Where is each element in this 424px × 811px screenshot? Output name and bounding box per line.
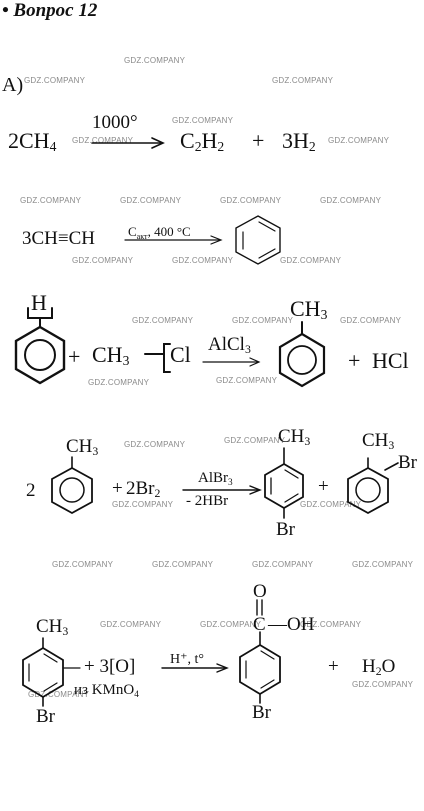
arrow-head [210, 235, 223, 245]
watermark: GDZ.COMPANY [220, 196, 282, 205]
r5-oxidant-source: из KMnO4 [74, 682, 139, 700]
watermark: GDZ.COMPANY [24, 76, 86, 85]
r5-condition: H⁺, t° [170, 652, 204, 667]
watermark: GDZ.COMPANY [216, 376, 278, 385]
aromatic-circle [24, 339, 56, 371]
arrow-head [216, 663, 229, 673]
r4-byproduct: - 2HBr [186, 493, 229, 509]
r3-plus-2: + [348, 348, 361, 373]
r4-p1-bromine: Br [276, 519, 295, 540]
watermark: GDZ.COMPANY [72, 136, 134, 145]
r3-methyl: CH3 [92, 342, 130, 368]
watermark: GDZ.COMPANY [352, 560, 414, 569]
question-title: • Вопрос 12 [2, 0, 98, 21]
watermark: GDZ.COMPANY [232, 316, 294, 325]
watermark: GDZ.COMPANY [88, 378, 150, 387]
r5-carbonyl-oxygen: O [253, 581, 267, 602]
r4-coefficient: 2 [26, 480, 36, 501]
r4-p2-bromine: Br [398, 452, 417, 473]
r4-methyl: CH3 [66, 436, 99, 458]
watermark: GDZ.COMPANY [328, 136, 390, 145]
watermark: GDZ.COMPANY [100, 620, 162, 629]
r4-reagent: 2Br2 [126, 478, 161, 500]
watermark: GDZ.COMPANY [152, 560, 214, 569]
r5-oxidant: + 3[O] [84, 656, 136, 677]
r1-plus: + [252, 128, 265, 153]
r3-h-label: H [31, 290, 47, 315]
r5-carboxyl-carbon: C [253, 614, 266, 635]
r5-product-bromine: Br [252, 702, 271, 723]
watermark: GDZ.COMPANY [280, 256, 342, 265]
benzene-ring [14, 325, 66, 385]
watermark: GDZ.COMPANY [172, 256, 234, 265]
r5-methyl: CH3 [36, 616, 69, 638]
r5-hydroxyl: —OH [268, 614, 315, 635]
watermark: GDZ.COMPANY [172, 116, 234, 125]
watermark: GDZ.COMPANY [352, 680, 414, 689]
aromatic-circle [287, 345, 317, 375]
watermark: GDZ.COMPANY [200, 620, 262, 629]
r2-reactant: 3CH≡CH [22, 228, 96, 249]
r3-chlorine: Cl [170, 342, 191, 367]
watermark: GDZ.COMPANY [120, 196, 182, 205]
arrow-head [249, 485, 262, 495]
r4-plus: + [112, 478, 123, 499]
r4-catalyst: AlBr3 [198, 470, 233, 488]
watermark: GDZ.COMPANY [132, 316, 194, 325]
r3-product-methyl: CH3 [290, 296, 328, 322]
watermark: GDZ.COMPANY [20, 196, 82, 205]
watermark: GDZ.COMPANY [320, 196, 382, 205]
benzene-ring [347, 466, 389, 515]
benzene-ring [51, 466, 93, 515]
r5-bromine: Br [36, 706, 55, 727]
benzene-ring [278, 332, 326, 388]
watermark: GDZ.COMPANY [272, 76, 334, 85]
r1-reactant: 2CH4 [8, 128, 57, 154]
r3-hcl: HCl [372, 348, 409, 373]
r5-plus: + [328, 656, 339, 677]
arrow-head [249, 357, 261, 367]
watermark: GDZ.COMPANY [124, 56, 186, 65]
watermark: GDZ.COMPANY [112, 500, 174, 509]
watermark: GDZ.COMPANY [252, 560, 314, 569]
r1-condition: 1000° [92, 112, 138, 133]
aromatic-circle [355, 477, 381, 503]
r4-p2-methyl: CH3 [362, 430, 395, 452]
r1-product-acetylene: C2H2 [180, 128, 225, 154]
r5-water: H2O [362, 656, 396, 678]
arrow-head [151, 137, 165, 149]
r1-product-hydrogen: 3H2 [282, 128, 316, 154]
watermark: GDZ.COMPANY [52, 560, 114, 569]
r3-catalyst: AlCl3 [208, 334, 251, 356]
aromatic-circle [59, 477, 85, 503]
r2-condition: Cакт, 400 °C [128, 224, 191, 241]
watermark: GDZ.COMPANY [72, 256, 134, 265]
watermark: GDZ.COMPANY [300, 500, 362, 509]
watermark: GDZ.COMPANY [224, 436, 286, 445]
benzene-ring [235, 215, 281, 265]
r3-plus: + [68, 344, 81, 369]
part-label: A) [2, 74, 24, 96]
watermark: GDZ.COMPANY [28, 690, 90, 699]
watermark: GDZ.COMPANY [300, 620, 362, 629]
r4-plus-2: + [318, 476, 329, 497]
watermark: GDZ.COMPANY [340, 316, 402, 325]
watermark: GDZ.COMPANY [124, 440, 186, 449]
r4-p1-methyl: CH3 [278, 426, 311, 448]
